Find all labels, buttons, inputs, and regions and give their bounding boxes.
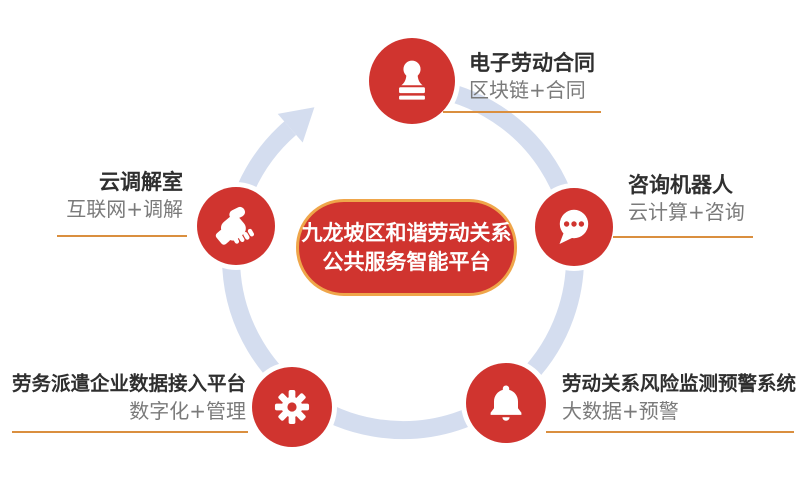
node-electronic-contract-bubble <box>369 38 455 124</box>
chat-bubble-icon <box>559 209 589 244</box>
accent-underline <box>57 235 187 237</box>
center-platform-badge: 九龙坡区和谐劳动关系 公共服务智能平台 <box>296 199 517 296</box>
label-dispatch-data: 劳务派遣企业数据接入平台 数字化+管理 <box>8 370 246 425</box>
node-title: 劳动关系风险监测预警系统 <box>562 372 797 395</box>
node-consult-robot-bubble <box>535 188 613 266</box>
node-subtitle: 云计算+咨询 <box>628 200 745 224</box>
label-risk-warning: 劳动关系风险监测预警系统 大数据+预警 <box>562 370 796 425</box>
node-title: 云调解室 <box>99 170 183 194</box>
node-subtitle: 互联网+调解 <box>66 197 183 221</box>
node-title: 劳务派遣企业数据接入平台 <box>11 372 246 395</box>
accent-underline <box>613 236 753 238</box>
node-cloud-mediation-bubble <box>197 187 275 265</box>
node-dispatch-data-bubble <box>252 367 332 447</box>
node-title: 咨询机器人 <box>628 173 733 197</box>
accent-underline <box>443 111 601 113</box>
center-title-line2: 公共服务智能平台 <box>322 249 491 274</box>
node-title: 电子劳动合同 <box>469 51 595 75</box>
node-subtitle: 数字化+管理 <box>129 399 246 423</box>
label-electronic-contract: 电子劳动合同 区块链+合同 <box>469 49 595 104</box>
accent-underline <box>546 431 794 433</box>
node-subtitle: 大数据+预警 <box>562 399 679 423</box>
accent-underline <box>12 431 248 433</box>
label-cloud-mediation: 云调解室 互联网+调解 <box>55 168 183 223</box>
label-consult-robot: 咨询机器人 云计算+咨询 <box>628 171 745 226</box>
node-risk-warning-bubble <box>466 363 546 443</box>
ring-arrowhead-icon <box>277 107 315 143</box>
handshake-icon <box>215 206 255 245</box>
gear-icon <box>274 389 310 425</box>
stamp-icon <box>399 60 425 100</box>
bell-icon <box>490 385 522 421</box>
center-title-line1: 九龙坡区和谐劳动关系 <box>301 220 512 245</box>
node-subtitle: 区块链+合同 <box>469 78 586 102</box>
